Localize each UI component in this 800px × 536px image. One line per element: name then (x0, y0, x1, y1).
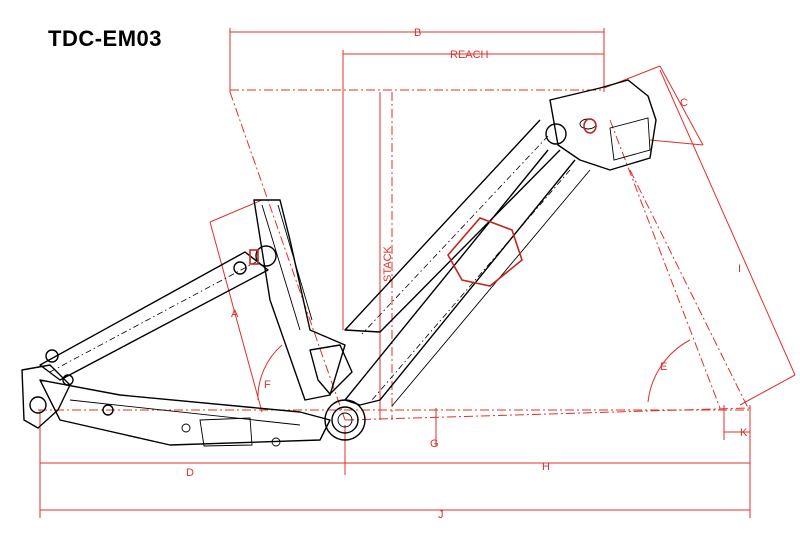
frame-outline (21, 79, 657, 447)
model-title: TDC-EM03 (48, 26, 163, 51)
dim-label-e: E (660, 361, 667, 373)
seat-stay (39, 251, 269, 381)
dim-label-c: C (680, 97, 688, 109)
chain-stay (39, 379, 331, 446)
dim-label-g: G (430, 438, 439, 450)
top-tube (344, 119, 561, 333)
rear-dropout (21, 364, 71, 429)
dim-label-reach: REACH (450, 49, 489, 61)
seat-tube (253, 199, 346, 401)
dim-label-stack: STACK (382, 245, 394, 282)
dim-label-h: H (542, 461, 550, 473)
dim-label-j: J (438, 509, 444, 521)
dim-label-a: A (231, 308, 239, 320)
dimension-lines (38, 28, 796, 518)
down-tube-battery-window (447, 217, 523, 287)
dim-label-d: D (186, 467, 194, 479)
down-tube (344, 149, 576, 406)
dimension-label-group: B REACH STACK C I E K A F G D H J (186, 27, 748, 521)
dim-label-k: K (740, 427, 748, 439)
shock-mount (309, 344, 353, 395)
dim-label-b: B (414, 27, 421, 39)
head-tube (549, 79, 657, 171)
highlight-details (249, 118, 597, 287)
dim-label-f: F (264, 379, 271, 391)
dim-label-i: I (738, 263, 741, 275)
bottom-bracket (324, 399, 366, 441)
